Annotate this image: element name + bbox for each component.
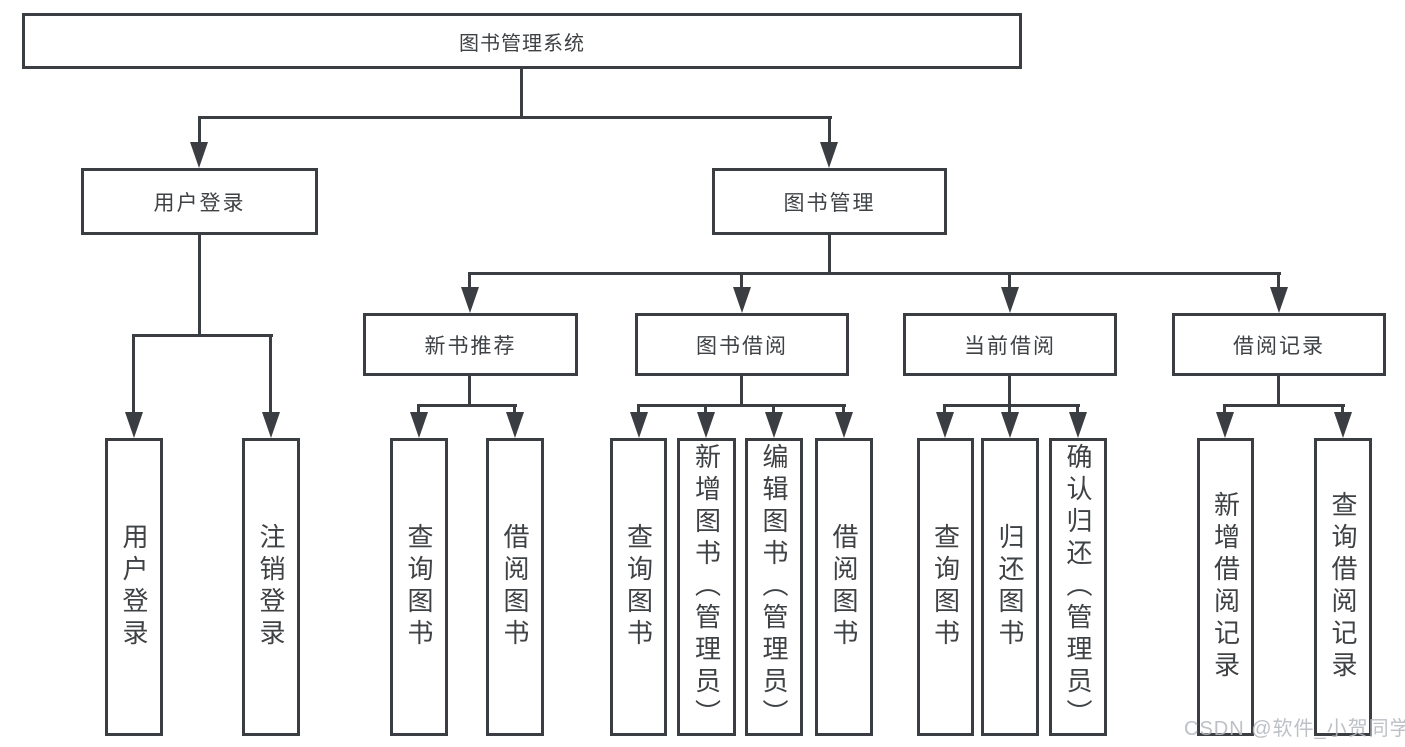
connector-root-left-stem <box>198 116 201 146</box>
connector-root-right-stem <box>828 116 831 146</box>
connector-stem <box>513 404 516 418</box>
leaf-query-books-newbooks: 查询图书 <box>390 438 448 736</box>
connector-user-login-bar <box>132 334 273 337</box>
connector-stem <box>1008 272 1011 290</box>
arrow-head <box>125 412 143 438</box>
connector-book-mgmt-stub <box>828 235 831 274</box>
leaf-borrow-books-borrow: 借阅图书 <box>815 438 873 736</box>
leaf-query-books-current: 查询图书 <box>917 438 974 736</box>
node-book-borrow: 图书借阅 <box>635 313 849 376</box>
connector-stem <box>842 404 845 418</box>
arrow-head <box>1334 412 1352 438</box>
arrow-head <box>835 412 853 438</box>
arrow-head <box>630 412 648 438</box>
arrow-head <box>506 412 524 438</box>
arrow-head <box>410 412 428 438</box>
watermark: CSDN @软件_小贺同学 <box>1184 718 1405 740</box>
connector-new-books-stub <box>468 374 471 407</box>
connector-stem <box>417 404 420 418</box>
leaf-user-login: 用户登录 <box>105 438 163 736</box>
leaf-query-books-borrow: 查询图书 <box>610 438 667 736</box>
leaf-logout: 注销登录 <box>242 438 300 736</box>
connector-root-bar <box>198 116 832 119</box>
node-root: 图书管理系统 <box>22 13 1022 69</box>
connector-current-borrow-stub <box>1008 374 1011 407</box>
arrow-head <box>733 287 751 313</box>
connector-stem <box>269 334 272 418</box>
leaf-edit-books-admin: 编辑图书（管理员） <box>745 438 803 736</box>
connector-stem <box>740 272 743 290</box>
leaf-query-borrow-record: 查询借阅记录 <box>1314 438 1372 736</box>
node-borrow-records: 借阅记录 <box>1172 313 1386 376</box>
leaf-return-books: 归还图书 <box>981 438 1039 736</box>
connector-borrow-records-bar <box>1223 404 1345 407</box>
connector-borrow-records-stub <box>1277 374 1280 407</box>
connector-stem <box>1008 404 1011 418</box>
node-current-borrow: 当前借阅 <box>903 313 1117 376</box>
connector-user-login-stub <box>198 235 201 336</box>
leaf-borrow-books-newbooks: 借阅图书 <box>486 438 544 736</box>
connector-current-borrow-bar <box>943 404 1080 407</box>
connector-stem <box>468 272 471 290</box>
connector-new-books-bar <box>417 404 517 407</box>
connector-stem <box>943 404 946 418</box>
arrow-head <box>461 287 479 313</box>
arrow-head <box>820 142 838 168</box>
connector-stem <box>1076 404 1079 418</box>
leaf-confirm-return-admin: 确认归还（管理员） <box>1049 438 1107 736</box>
connector-root-stub <box>520 69 523 119</box>
leaf-add-borrow-record: 新增借阅记录 <box>1197 438 1254 736</box>
connector-stem <box>1223 404 1226 418</box>
arrow-head <box>936 412 954 438</box>
arrow-head <box>1069 412 1087 438</box>
connector-book-borrow-bar <box>637 404 846 407</box>
node-book-mgmt: 图书管理 <box>712 168 947 235</box>
connector-stem <box>772 404 775 418</box>
leaf-add-books-admin: 新增图书（管理员） <box>677 438 736 736</box>
connector-stem <box>132 334 135 418</box>
arrow-head <box>1270 287 1288 313</box>
arrow-head <box>1216 412 1234 438</box>
node-user-login: 用户登录 <box>81 168 318 235</box>
arrow-head <box>262 412 280 438</box>
arrow-head <box>190 142 208 168</box>
arrow-head <box>765 412 783 438</box>
connector-book-mgmt-bar <box>468 272 1281 275</box>
connector-stem <box>704 404 707 418</box>
arrow-head <box>1001 287 1019 313</box>
connector-book-borrow-stub <box>740 374 743 407</box>
node-new-books: 新书推荐 <box>363 313 578 376</box>
arrow-head <box>697 412 715 438</box>
arrow-head <box>1001 412 1019 438</box>
connector-stem <box>1277 272 1280 290</box>
connector-stem <box>637 404 640 418</box>
connector-stem <box>1341 404 1344 418</box>
